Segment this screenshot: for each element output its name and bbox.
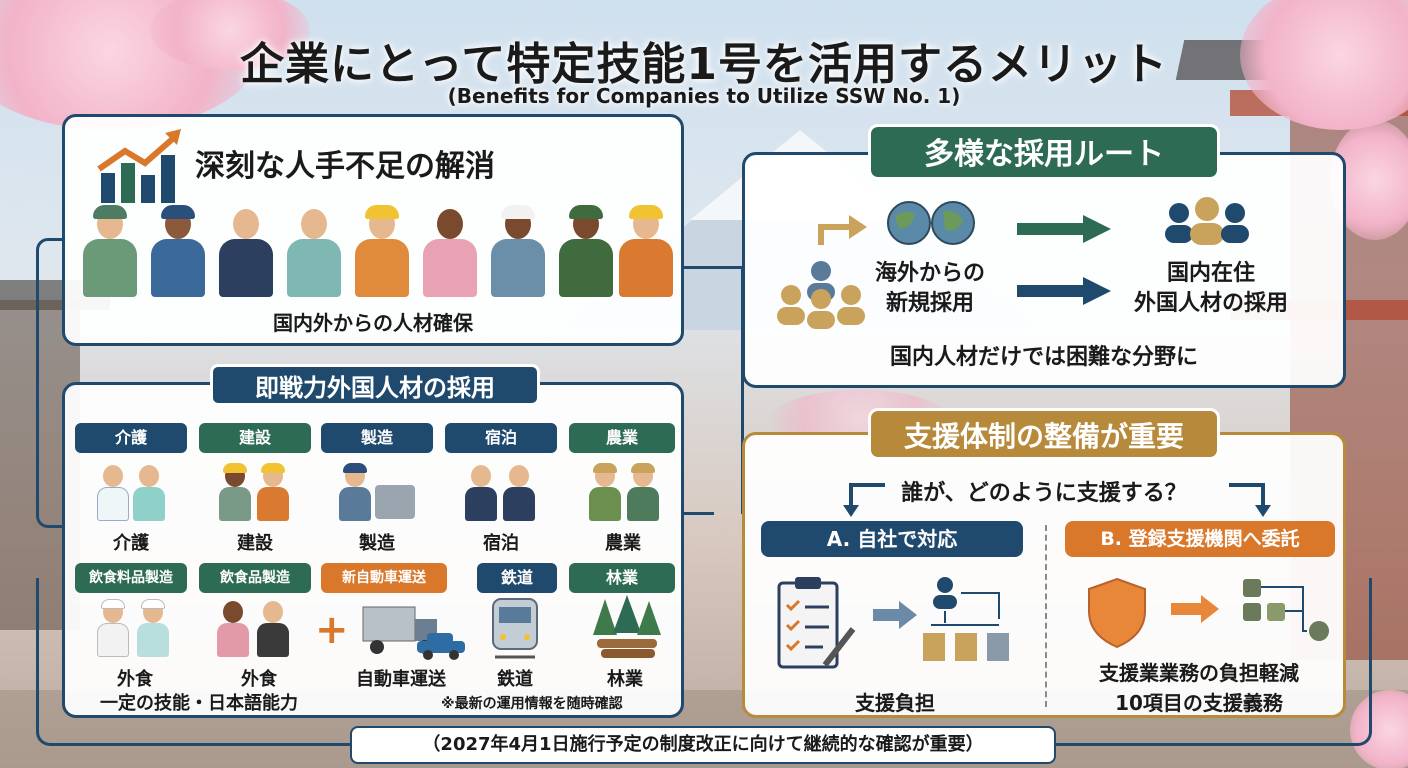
food-worker-illustration <box>95 599 131 657</box>
latest-info-note: ※最新の運用情報を随時確認 <box>441 696 623 712</box>
arrow-down-left-icon <box>843 483 885 517</box>
sector-tag-food-service: 飲食品製造 <box>199 563 311 593</box>
routes-panel: 海外からの 新規採用 国内在住 外国人材の採用 国内人材だけでは困難な分野に <box>742 152 1346 388</box>
routes-title: 多様な採用ルート <box>868 124 1220 180</box>
sector-tag-kensetsu: 建設 <box>199 423 311 453</box>
factory-worker-illustration <box>337 463 373 521</box>
machine-icon <box>375 475 415 519</box>
page-subtitle: (Benefits for Companies to Utilize SSW N… <box>447 84 961 108</box>
clipboard-icon <box>777 577 856 669</box>
sector-label-kensetsu: 建設 <box>237 533 273 554</box>
option-a-label: A. 自社で対応 <box>761 521 1023 557</box>
cherry-blossom <box>150 0 310 70</box>
sector-tag-railway: 鉄道 <box>477 563 557 593</box>
connector-line <box>36 238 66 528</box>
support-panel: 誰が、どのように支援する？ A. 自社で対応 B. 登録支援機関へ委託 支援負担 <box>742 432 1346 718</box>
farmer-illustration <box>587 463 623 521</box>
labor-shortage-caption: 国内外からの人材確保 <box>273 311 473 335</box>
sector-label-food-mfg: 外食 <box>117 669 153 690</box>
sector-label-shukuhaku: 宿泊 <box>483 533 519 554</box>
sector-tag-forestry: 林業 <box>569 563 675 593</box>
plus-sign: + <box>315 607 349 653</box>
chart-up-icon <box>97 129 181 203</box>
sector-label-kaigo: 介護 <box>113 533 149 554</box>
sector-label-nogyo: 農業 <box>605 533 641 554</box>
option-b-caption-1: 支援業業務の負担軽減 <box>1099 661 1299 685</box>
routes-caption: 国内人材だけでは困難な分野に <box>889 345 1198 370</box>
option-b-label: B. 登録支援機関へ委託 <box>1065 521 1335 557</box>
arrow-right-icon <box>818 215 867 245</box>
worker-illustration <box>555 205 617 297</box>
farmer-illustration <box>625 463 661 521</box>
sector-tag-nogyo: 農業 <box>569 423 675 453</box>
workflow-icon <box>923 577 1009 661</box>
worker-illustration <box>419 205 481 297</box>
arrow-right-icon <box>1171 595 1219 623</box>
route-overseas-line1: 海外からの <box>874 261 985 286</box>
worker-illustration <box>351 205 413 297</box>
sector-tag-auto-transport: 新自動車運送 <box>321 563 447 593</box>
worker-illustration <box>147 205 209 297</box>
nurse-illustration <box>131 463 167 521</box>
worker-illustration <box>215 205 277 297</box>
sector-tag-food-mfg: 飲食料品製造 <box>75 563 187 593</box>
group-people-icon <box>777 261 865 329</box>
worker-illustration <box>79 205 141 297</box>
cherry-blossom <box>1350 690 1408 768</box>
support-question: 誰が、どのように支援する？ <box>901 481 1187 506</box>
sector-label-railway: 鉄道 <box>497 669 533 690</box>
arrow-down-right-icon <box>1229 483 1271 517</box>
support-title: 支援体制の整備が重要 <box>868 408 1220 460</box>
forest-icon <box>593 595 661 658</box>
connector-line <box>684 512 714 515</box>
route-overseas-line2: 新規採用 <box>885 291 974 316</box>
skill-requirement-label: 一定の技能・日本語能力 <box>100 693 298 714</box>
page-title: 企業にとって特定技能1号を活用するメリット <box>239 39 1169 90</box>
divider <box>1045 525 1047 707</box>
nurse-illustration <box>95 463 131 521</box>
sector-tag-kaigo: 介護 <box>75 423 187 453</box>
worker-illustration <box>615 205 677 297</box>
labor-shortage-title: 深刻な人手不足の解消 <box>195 149 495 184</box>
restaurant-staff-illustration <box>215 599 251 657</box>
labor-shortage-panel: 深刻な人手不足の解消 国内外からの人材確保 <box>62 114 684 346</box>
sector-label-auto-transport: 自動車運送 <box>356 669 446 690</box>
train-icon <box>492 598 538 659</box>
process-diagram-icon <box>1243 579 1329 641</box>
car-icon <box>417 633 465 660</box>
globe-icon <box>887 201 975 245</box>
sector-label-forestry: 林業 <box>607 669 643 690</box>
option-a-caption: 支援負担 <box>855 691 935 715</box>
construction-worker-illustration <box>217 463 253 521</box>
connector-line <box>684 266 744 269</box>
arrow-right-icon <box>873 601 917 629</box>
sector-tag-shukuhaku: 宿泊 <box>445 423 557 453</box>
arrow-right-icon <box>1017 277 1111 305</box>
sectors-panel: 介護 建設 製造 宿泊 農業 介護 建設 製造 宿泊 農業 飲食料品製造 飲食品… <box>62 382 684 718</box>
worker-illustration <box>487 205 549 297</box>
sector-tag-seizo: 製造 <box>321 423 433 453</box>
restaurant-staff-illustration <box>255 599 291 657</box>
option-b-caption-2: 10項目の支援義務 <box>1115 691 1283 715</box>
construction-worker-illustration <box>255 463 291 521</box>
people-icon <box>1165 197 1249 245</box>
sector-label-food-service: 外食 <box>241 669 277 690</box>
hotel-staff-illustration <box>463 463 499 521</box>
arrow-right-icon <box>1017 215 1111 243</box>
route-domestic-line1: 国内在住 <box>1166 261 1255 286</box>
worker-illustration <box>283 205 345 297</box>
hotel-staff-illustration <box>501 463 537 521</box>
truck-icon <box>362 606 437 654</box>
food-worker-illustration <box>135 599 171 657</box>
connector-line <box>684 266 744 514</box>
sectors-title: 即戦力外国人材の採用 <box>210 364 540 406</box>
sector-label-seizo: 製造 <box>359 533 395 554</box>
shield-icon <box>1088 577 1146 649</box>
route-domestic-line2: 外国人材の採用 <box>1133 291 1288 316</box>
footer-note: （2027年4月1日施行予定の制度改正に向けて継続的な確認が重要） <box>350 726 1056 764</box>
